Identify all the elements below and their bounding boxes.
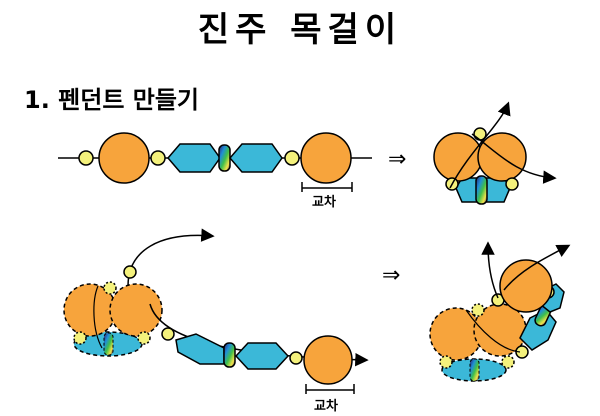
rondelle-bead-ghost <box>469 358 480 382</box>
thread-path <box>465 309 521 353</box>
thread-path <box>481 241 499 299</box>
seed-bead-ghost <box>471 303 485 317</box>
bicone-bead <box>229 143 283 173</box>
seed-bead-ghost <box>103 281 117 295</box>
seed-bead-ghost <box>501 355 515 369</box>
thread-path <box>93 285 103 349</box>
next-arrow-icon: ⇒ <box>388 147 406 172</box>
pearl-bead <box>303 335 353 385</box>
seed-bead <box>505 177 519 191</box>
bicone-bead <box>175 333 225 365</box>
pearl-bead-ghost <box>109 283 163 337</box>
cross-bracket <box>301 182 353 192</box>
rondelle-bead <box>223 342 236 368</box>
seed-bead <box>150 150 166 166</box>
rondelle-bead <box>218 144 231 172</box>
cross-label: 교차 <box>314 398 338 414</box>
seed-bead <box>78 150 94 166</box>
seed-bead <box>284 150 300 166</box>
rondelle-bead <box>475 175 488 205</box>
pearl-bead <box>300 132 352 184</box>
bicone-bead <box>234 342 290 370</box>
seed-bead <box>515 345 529 359</box>
step4-pendant <box>429 241 571 382</box>
rondelle-bead-ghost <box>103 332 114 356</box>
next-arrow-icon: ⇒ <box>382 263 400 288</box>
cross-bracket <box>305 384 355 394</box>
seed-bead-ghost <box>137 331 151 345</box>
seed-bead-ghost <box>439 355 453 369</box>
seed-bead <box>123 265 137 279</box>
bicone-bead <box>167 143 221 173</box>
section-heading: 1. 펜던트 만들기 <box>24 86 200 114</box>
seed-bead <box>161 327 175 341</box>
cross-label: 교차 <box>312 194 336 210</box>
step3-strand: 교차 <box>63 228 369 414</box>
step1-strand: 교차 <box>58 132 372 210</box>
pearl-bead <box>499 259 553 313</box>
seed-bead-ghost <box>73 331 87 345</box>
thread-path <box>449 101 511 189</box>
pearl-bead <box>98 132 150 184</box>
thread-path <box>503 244 571 291</box>
step2-crossed-pearls <box>433 101 557 205</box>
thread-path <box>471 133 557 184</box>
thread-path <box>127 228 215 287</box>
page-title: 진주 목걸이 <box>197 10 403 50</box>
seed-bead <box>289 351 303 365</box>
